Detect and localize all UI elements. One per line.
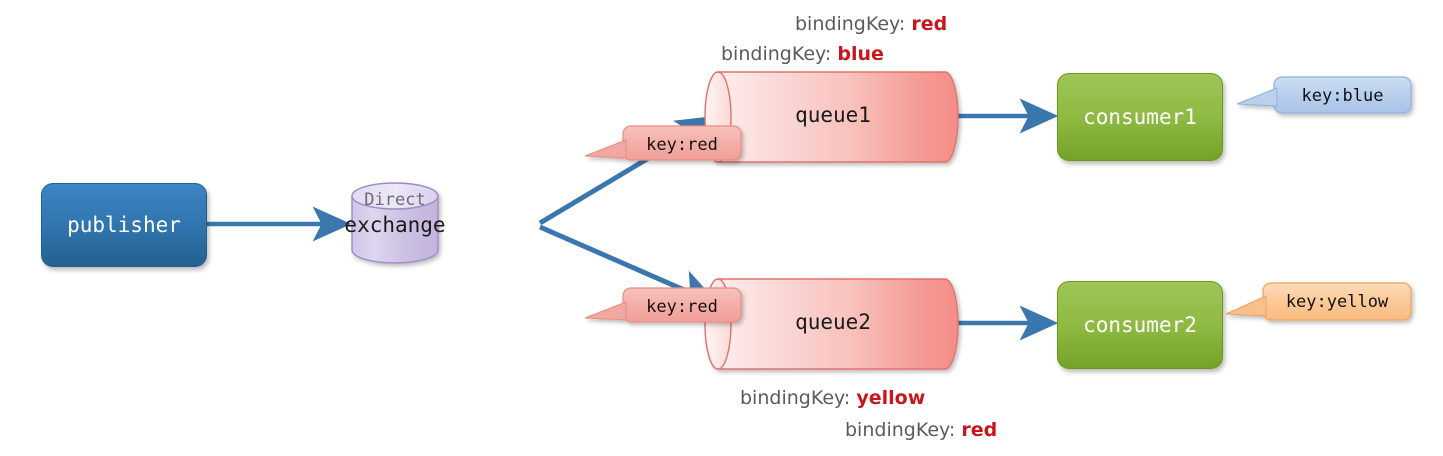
node-publisher[interactable]: publisher — [41, 183, 207, 267]
callout-consumer2-key-shape[interactable] — [1225, 282, 1412, 321]
binding-key-prefix: bindingKey: — [740, 387, 857, 409]
exchange-label: exchange — [344, 213, 446, 237]
exchange-cylinder-shape[interactable] — [351, 182, 439, 264]
callout-queue1-routing-key-shape[interactable] — [584, 125, 742, 161]
binding-key-label-queue1-red: bindingKey: red — [795, 13, 947, 35]
binding-key-label-queue2-yellow: bindingKey: yellow — [740, 387, 925, 409]
binding-key-prefix: bindingKey: — [795, 13, 912, 35]
node-consumer1[interactable]: consumer1 — [1057, 73, 1223, 161]
node-consumer2-label: consumer2 — [1083, 313, 1197, 337]
node-publisher-label: publisher — [67, 213, 181, 237]
binding-key-label-queue2-red: bindingKey: red — [845, 419, 997, 441]
binding-key-prefix: bindingKey: — [845, 419, 962, 441]
queue2-label: queue2 — [795, 310, 871, 334]
binding-key-prefix: bindingKey: — [721, 43, 838, 65]
binding-key-value: yellow — [856, 387, 926, 409]
callout-consumer1-key-text[interactable]: key:blue — [1301, 86, 1384, 106]
node-consumer2[interactable]: consumer2 — [1057, 281, 1223, 369]
callout-queue2-routing-key-text[interactable]: key:red — [646, 297, 718, 317]
callout-queue1-routing-key-text[interactable]: key:red — [646, 135, 718, 155]
binding-key-value: red — [911, 13, 948, 35]
queue1-label: queue1 — [795, 103, 871, 127]
node-consumer1-label: consumer1 — [1083, 105, 1197, 129]
exchange-type-label: Direct — [364, 190, 426, 210]
binding-key-value: blue — [837, 43, 884, 65]
callout-consumer2-key-text[interactable]: key:yellow — [1285, 292, 1389, 312]
callout-queue2-routing-key-shape[interactable] — [584, 287, 742, 323]
queue2-cylinder-shape[interactable] — [704, 278, 959, 370]
binding-key-value: red — [961, 419, 998, 441]
binding-key-label-queue1-blue: bindingKey: blue — [721, 43, 884, 65]
callout-consumer1-key-shape[interactable] — [1236, 76, 1412, 114]
